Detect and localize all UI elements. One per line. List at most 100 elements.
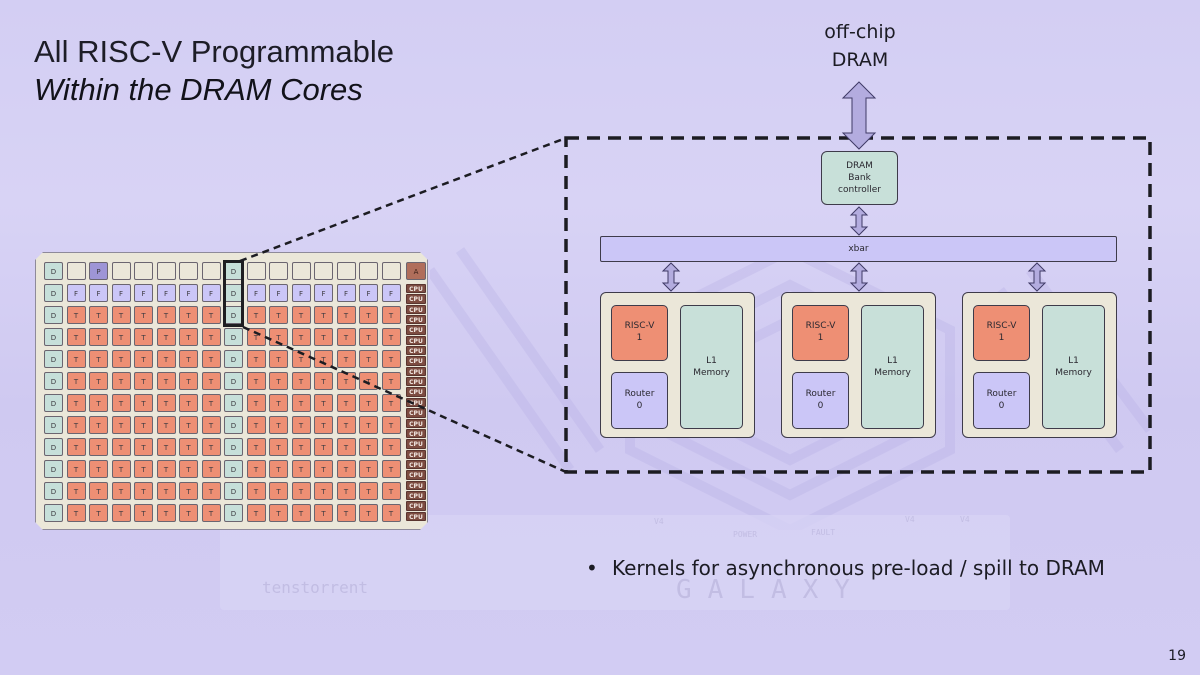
grid-cell-t: T xyxy=(134,504,153,522)
grid-cell-d: D xyxy=(44,262,63,280)
grid-cell-t: T xyxy=(89,460,108,478)
grid-cell-f: F xyxy=(111,284,131,302)
grid-cell-t: T xyxy=(314,416,333,434)
grid-cell-t: T xyxy=(156,438,176,456)
router-label: Router xyxy=(805,389,836,399)
grid-cell-d: D xyxy=(224,416,243,434)
grid-cell-t: T xyxy=(291,438,311,456)
grid-cell-cpu: CPU xyxy=(406,387,426,397)
grid-cell-t: T xyxy=(156,306,176,324)
grid-cell-t: T xyxy=(246,482,266,500)
grid-cell-t: T xyxy=(156,328,176,346)
grid-cell-t: T xyxy=(134,328,153,346)
grid-cell-t: T xyxy=(291,372,311,390)
grid-cell-cpu: CPU xyxy=(406,501,426,511)
grid-cell-t: T xyxy=(179,460,198,478)
slide-title: All RISC-V Programmable xyxy=(34,34,395,69)
grid-cell-t: T xyxy=(201,482,221,500)
riscv-index: 1 xyxy=(817,333,824,343)
grid-cell-t: T xyxy=(381,416,401,434)
grid-cell-t: T xyxy=(66,394,86,412)
grid-cell-t: T xyxy=(89,438,108,456)
grid-cell-t: T xyxy=(269,394,288,412)
grid-cell-t: T xyxy=(269,438,288,456)
grid-cell-t: T xyxy=(291,460,311,478)
grid-cell-t: T xyxy=(359,504,378,522)
memory-label-1: L1 xyxy=(1068,356,1079,366)
grid-cell-d: D xyxy=(44,284,63,302)
grid-cell-t: T xyxy=(201,460,221,478)
grid-cell-t: T xyxy=(66,460,86,478)
offchip-double-arrow xyxy=(841,81,877,150)
grid-cell-f: F xyxy=(359,284,378,302)
grid-cell-t: T xyxy=(89,482,108,500)
grid-cell-f: F xyxy=(381,284,401,302)
grid-cell-t: T xyxy=(269,416,288,434)
grid-cell-t: T xyxy=(291,416,311,434)
grid-cell-t: T xyxy=(179,438,198,456)
grid-cell-d: D xyxy=(44,438,63,456)
riscv-label: RISC-V xyxy=(805,321,836,331)
page-number: 19 xyxy=(1168,648,1186,664)
grid-cell-empty xyxy=(291,262,311,280)
grid-cell-t: T xyxy=(336,394,356,412)
grid-cell-t: T xyxy=(66,504,86,522)
grid-cell-t: T xyxy=(269,328,288,346)
grid-cell-t: T xyxy=(336,482,356,500)
controller-label-2: Bank xyxy=(848,173,871,183)
grid-cell-t: T xyxy=(201,372,221,390)
grid-cell-t: T xyxy=(314,372,333,390)
grid-cell-a: A xyxy=(406,262,426,280)
grid-cell-t: T xyxy=(89,416,108,434)
grid-cell-t: T xyxy=(179,306,198,324)
grid-cell-t: T xyxy=(246,372,266,390)
grid-cell-d: D xyxy=(224,438,243,456)
grid-cell-p: P xyxy=(89,262,108,280)
grid-cell-t: T xyxy=(314,328,333,346)
grid-cell-t: T xyxy=(66,372,86,390)
grid-cell-cpu: CPU xyxy=(406,459,426,470)
bullet-item: •Kernels for asynchronous pre-load / spi… xyxy=(586,556,1105,580)
grid-cell-t: T xyxy=(381,350,401,368)
grid-cell-cpu: CPU xyxy=(406,346,426,356)
grid-cell-t: T xyxy=(134,482,153,500)
grid-cell-t: T xyxy=(269,372,288,390)
grid-cell-f: F xyxy=(156,284,176,302)
grid-cell-t: T xyxy=(66,438,86,456)
riscv-label: RISC-V xyxy=(624,321,655,331)
grid-cell-t: T xyxy=(246,504,266,522)
grid-cell-t: T xyxy=(201,350,221,368)
offchip-dram-label: off-chip DRAM xyxy=(790,18,930,74)
router-label: Router xyxy=(624,389,655,399)
grid-cell-f: F xyxy=(89,284,108,302)
grid-cell-t: T xyxy=(134,394,153,412)
grid-cell-t: T xyxy=(314,482,333,500)
memory-label-2: Memory xyxy=(874,368,911,378)
grid-cell-d: D xyxy=(44,460,63,478)
grid-cell-t: T xyxy=(201,416,221,434)
grid-cell-cpu: CPU xyxy=(406,490,426,501)
grid-cell-d: D xyxy=(224,372,243,390)
grid-cell-t: T xyxy=(134,350,153,368)
grid-cell-t: T xyxy=(156,460,176,478)
highlighted-dram-column xyxy=(223,260,244,327)
grid-cell-t: T xyxy=(111,328,131,346)
grid-cell-t: T xyxy=(134,460,153,478)
grid-cell-empty xyxy=(246,262,266,280)
grid-cell-t: T xyxy=(111,416,131,434)
grid-cell-empty xyxy=(66,262,86,280)
grid-cell-t: T xyxy=(156,416,176,434)
grid-cell-t: T xyxy=(246,394,266,412)
grid-cell-t: T xyxy=(66,482,86,500)
grid-cell-cpu: CPU xyxy=(406,439,426,449)
grid-cell-t: T xyxy=(134,416,153,434)
bg-label-v4-3: V4 xyxy=(960,515,970,524)
grid-cell-t: T xyxy=(291,350,311,368)
grid-cell-t: T xyxy=(381,460,401,478)
grid-cell-t: T xyxy=(314,306,333,324)
